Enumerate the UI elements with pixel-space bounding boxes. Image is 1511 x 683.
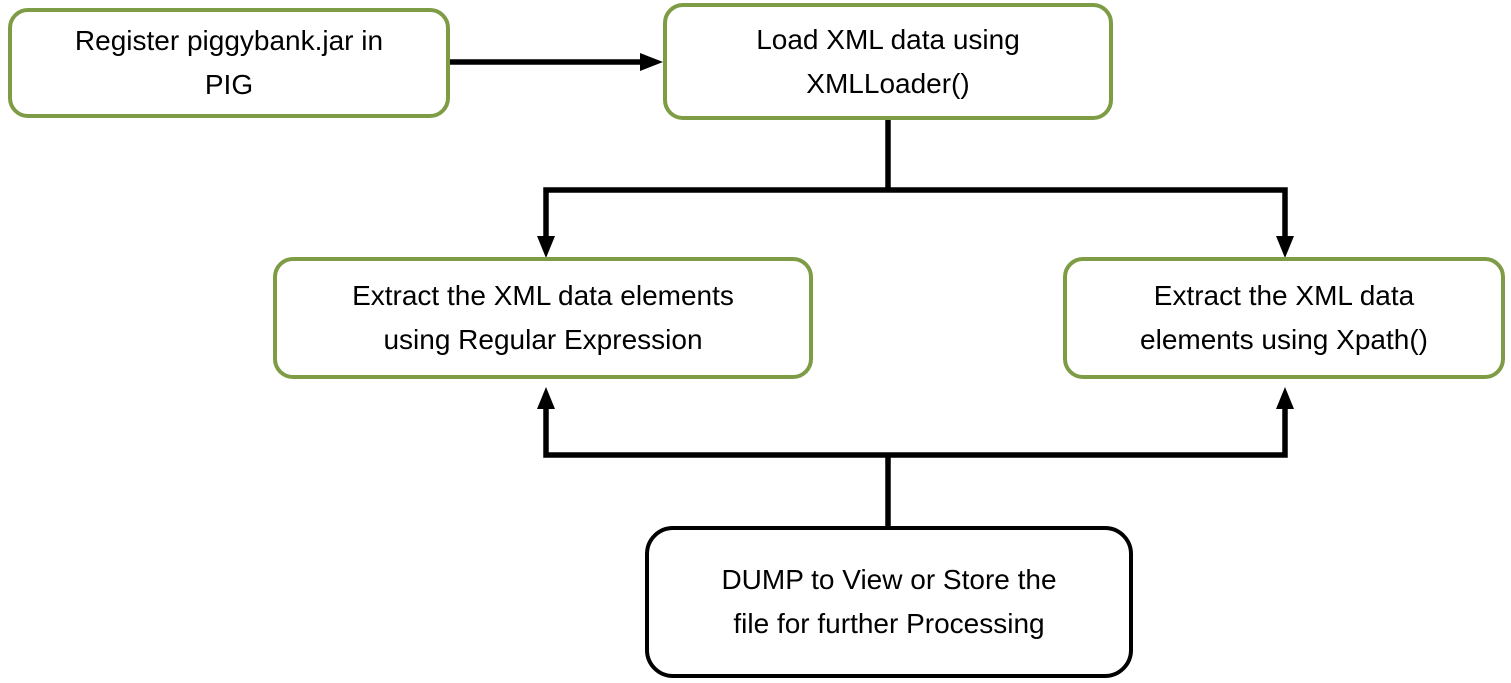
node-register-label: Register piggybank.jar in PIG: [74, 25, 384, 100]
node-load-label: Load XML data using XMLLoader(): [756, 23, 1020, 99]
arrowhead-right-icon: [640, 53, 663, 71]
node-dump-store: DUMP to View or Store the file for furth…: [645, 526, 1133, 678]
arrowhead-down-left-icon: [537, 236, 555, 258]
arrowhead-down-right-icon: [1276, 236, 1294, 258]
node-extract-xpath: Extract the XML data elements using Xpat…: [1063, 257, 1505, 379]
node-register-piggybank: Register piggybank.jar in PIG: [8, 8, 450, 118]
arrowhead-up-left-icon: [537, 387, 555, 409]
connector-dump-to-extracts: [537, 387, 1294, 529]
arrow-register-to-load: [450, 53, 663, 71]
node-extract-regex: Extract the XML data elements using Regu…: [273, 257, 813, 379]
arrowhead-up-right-icon: [1276, 387, 1294, 409]
node-dump-label: DUMP to View or Store the file for furth…: [721, 564, 1057, 639]
node-extract-regex-label: Extract the XML data elements using Regu…: [352, 280, 734, 355]
node-extract-xpath-label: Extract the XML data elements using Xpat…: [1140, 280, 1428, 355]
connector-load-to-extracts: [537, 117, 1294, 258]
node-load-xml: Load XML data using XMLLoader(): [663, 3, 1113, 120]
